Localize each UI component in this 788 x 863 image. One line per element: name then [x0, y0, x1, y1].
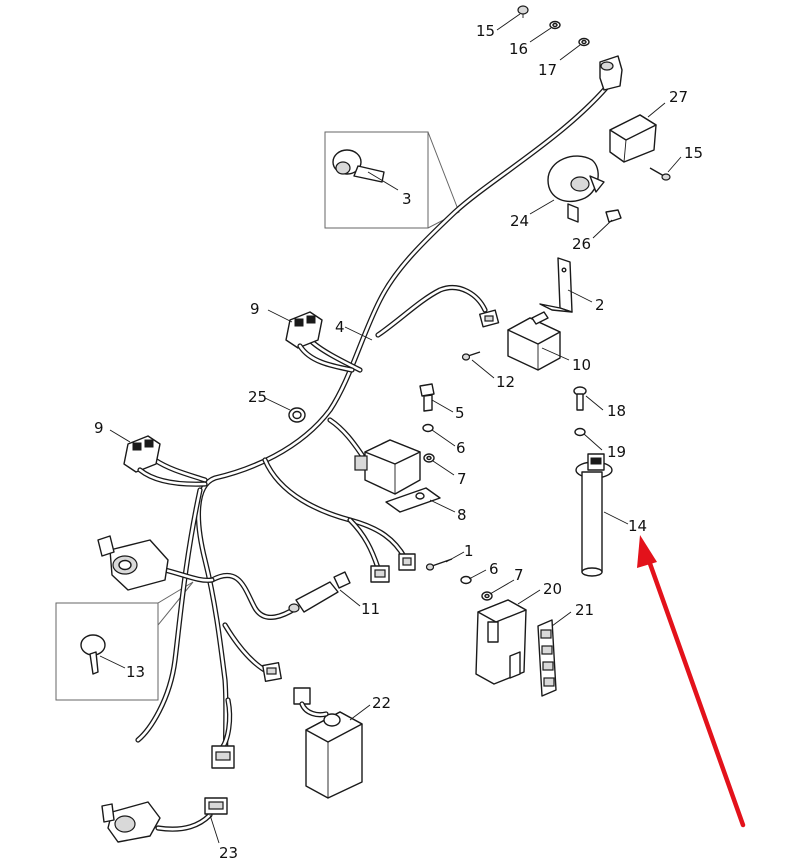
- callout-18: 18: [607, 402, 626, 420]
- callout-21: 21: [575, 601, 594, 619]
- callout-3: 3: [402, 190, 412, 208]
- switch-23: [101, 797, 228, 843]
- sleeve-14: [575, 453, 613, 577]
- washer-17: [578, 37, 590, 47]
- callout-19: 19: [607, 443, 626, 461]
- washer-6-upper: [422, 423, 434, 433]
- callout-10: 10: [572, 356, 591, 374]
- callout-14: 14: [628, 517, 647, 535]
- switch-9-lower: [123, 435, 208, 487]
- washer-16: [549, 20, 561, 30]
- bolt-15-top: [517, 5, 529, 18]
- callout-8: 8: [457, 506, 467, 524]
- detail-frame-3: [324, 131, 460, 229]
- callout-27: 27: [669, 88, 688, 106]
- ignition-switch: [97, 535, 169, 591]
- horn-24: [547, 155, 605, 223]
- module-22: [293, 687, 363, 799]
- bracket-20: [475, 599, 527, 685]
- callout-4: 4: [335, 318, 345, 336]
- callout-9-lower: 9: [94, 419, 104, 437]
- callout-20: 20: [543, 580, 562, 598]
- callout-5: 5: [455, 404, 465, 422]
- top-connector-block: [599, 55, 623, 91]
- relay-10: [507, 311, 561, 371]
- relay-8: [354, 439, 441, 513]
- callout-6-upper: 6: [456, 439, 466, 457]
- leader-lines: [99, 13, 682, 844]
- washer-6-lower: [460, 575, 472, 585]
- washer-7-lower: [481, 591, 493, 601]
- key-13: [80, 634, 106, 675]
- washer-19: [574, 427, 586, 437]
- callout-22: 22: [372, 694, 391, 712]
- callout-15-side: 15: [684, 144, 703, 162]
- callout-15-top: 15: [476, 22, 495, 40]
- bolt-5: [419, 383, 435, 412]
- grommet-25: [288, 407, 306, 423]
- detail-frame-13: [55, 581, 194, 701]
- fuse-holder-11: [288, 571, 351, 613]
- module-27: [609, 114, 657, 163]
- callout-7-upper: 7: [457, 470, 467, 488]
- screw-15-side: [649, 167, 671, 181]
- callout-24: 24: [510, 212, 529, 230]
- callout-labels: 15 16 17 27 15 3 24 26 2 9 4 10 12 25 5 …: [94, 22, 703, 862]
- callout-7-lower: 7: [514, 566, 524, 584]
- bolt-18: [573, 386, 587, 411]
- connector-harness-small: [262, 662, 282, 682]
- clip-21: [537, 619, 557, 697]
- callout-12: 12: [496, 373, 515, 391]
- main-harness-wires: [135, 85, 609, 758]
- callout-9-upper: 9: [250, 300, 260, 318]
- connector-mid-a: [370, 565, 390, 583]
- callout-2: 2: [595, 296, 605, 314]
- bracket-2: [539, 257, 573, 313]
- callout-6-lower: 6: [489, 560, 499, 578]
- callout-13: 13: [126, 663, 145, 681]
- callout-17: 17: [538, 61, 557, 79]
- callout-16: 16: [509, 40, 528, 58]
- bolt-26: [605, 209, 622, 223]
- callout-11: 11: [361, 600, 380, 618]
- relay-10-connector: [479, 309, 500, 328]
- cap-3: [332, 149, 385, 183]
- highlight-arrow: [637, 535, 746, 828]
- connector-mid-b: [398, 553, 416, 571]
- callout-26: 26: [572, 235, 591, 253]
- callout-23: 23: [219, 844, 238, 862]
- washer-7-upper: [423, 453, 435, 463]
- connector-harness-bottom: [211, 745, 235, 769]
- callout-1: 1: [464, 542, 474, 560]
- screw-12: [461, 351, 481, 361]
- switch-9-upper: [285, 311, 355, 373]
- callout-25: 25: [248, 388, 267, 406]
